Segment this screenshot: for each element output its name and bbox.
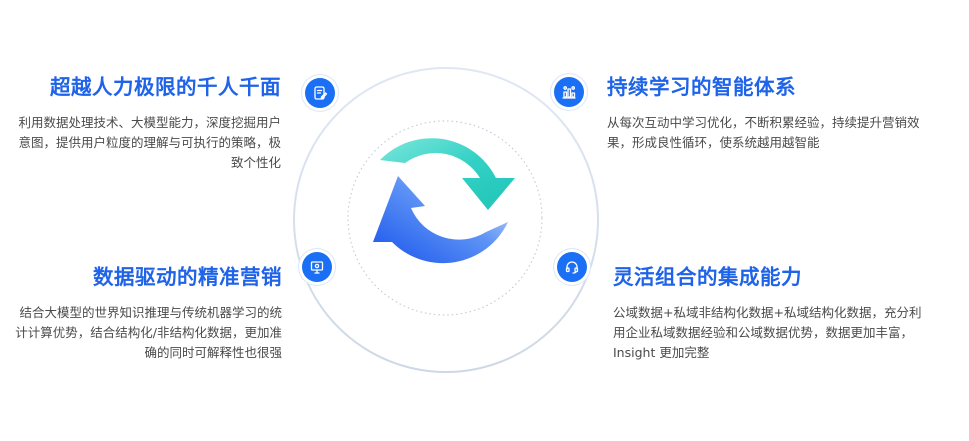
headset-icon — [557, 252, 587, 282]
feature-top-left: 超越人力极限的千人千面 利用数据处理技术、大模型能力，深度挖掘用户意图，提供用户… — [8, 74, 281, 173]
feature-title: 灵活组合的集成能力 — [613, 265, 802, 289]
feature-top-right: 持续学习的智能体系 从每次互动中学习优化，不断积累经验，持续提升营销效果，形成良… — [607, 74, 932, 153]
document-edit-icon — [305, 78, 335, 108]
refresh-cycle-icon — [373, 138, 515, 264]
feature-description: 结合大模型的世界知识推理与传统机器学习的统计计算优势，结合结构化/非结构化数据，… — [15, 305, 282, 360]
feature-title: 持续学习的智能体系 — [607, 75, 796, 99]
feature-description: 从每次互动中学习优化，不断积累经验，持续提升营销效果，形成良性循环，使系统越用越… — [607, 115, 920, 150]
monitor-icon — [302, 252, 332, 282]
feature-bottom-left: 数据驱动的精准营销 结合大模型的世界知识推理与传统机器学习的统计计算优势，结合结… — [8, 264, 282, 363]
feature-title: 超越人力极限的千人千面 — [50, 75, 281, 99]
bar-chart-icon — [554, 77, 584, 107]
feature-title: 数据驱动的精准营销 — [93, 265, 282, 289]
feature-description: 公域数据+私域非结构化数据+私域结构化数据，充分利用企业私域数据经验和公域数据优… — [613, 305, 922, 360]
feature-bottom-right: 灵活组合的集成能力 公域数据+私域非结构化数据+私域结构化数据，充分利用企业私域… — [613, 264, 933, 363]
feature-description: 利用数据处理技术、大模型能力，深度挖掘用户意图，提供用户粒度的理解与可执行的策略… — [18, 115, 281, 170]
outer-ring — [293, 67, 599, 373]
inner-dotted-ring — [347, 120, 543, 316]
